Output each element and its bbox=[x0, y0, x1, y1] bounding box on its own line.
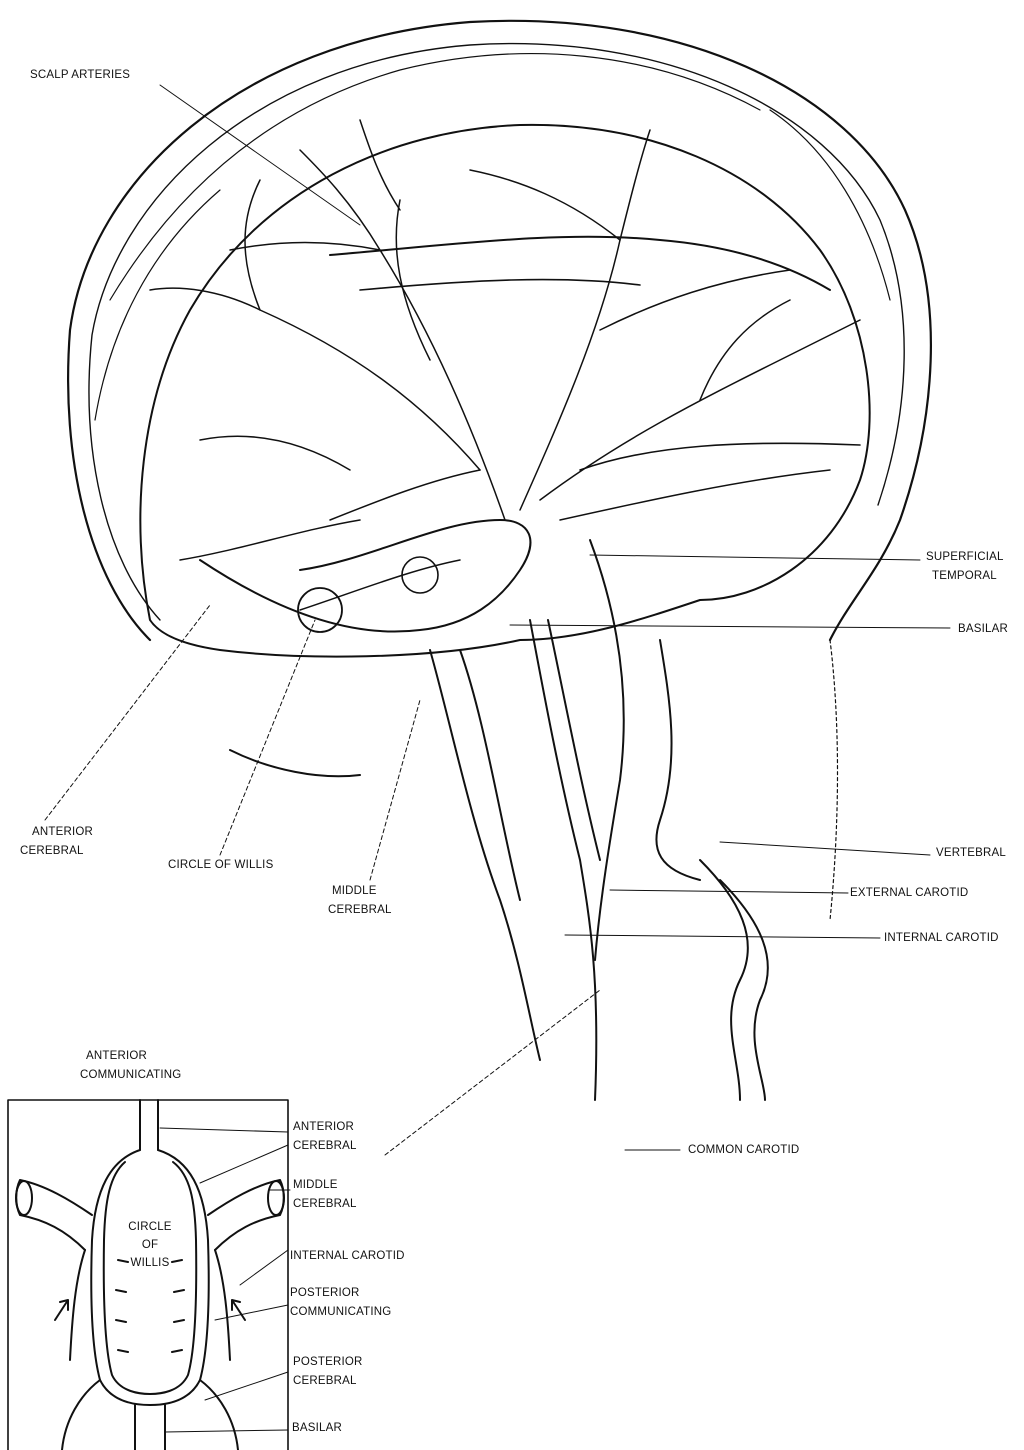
cerebral-artery-network bbox=[150, 120, 860, 610]
label-external-carotid: EXTERNAL CAROTID bbox=[850, 884, 968, 903]
label-scalp-arteries: SCALP ARTERIES bbox=[30, 66, 130, 85]
label-common-carotid: COMMON CAROTID bbox=[688, 1141, 799, 1160]
label-circle-of-willis: CIRCLE OF WILLIS bbox=[168, 856, 273, 875]
skull-inner-outline bbox=[89, 44, 904, 620]
brain-fissure bbox=[580, 443, 860, 470]
inset-center-title: CIRCLE OF WILLIS bbox=[110, 1218, 190, 1272]
label-middle-cerebral: MIDDLE CEREBRAL bbox=[328, 882, 392, 920]
brain-fissure bbox=[330, 237, 830, 290]
willis-loop bbox=[298, 588, 342, 632]
scalp-vessel bbox=[110, 54, 760, 300]
label-internal-carotid: INTERNAL CAROTID bbox=[884, 929, 999, 948]
inset-label-anterior-communicating: ANTERIOR COMMUNICATING bbox=[80, 1047, 181, 1085]
inset-label-anterior-cerebral: ANTERIOR CEREBRAL bbox=[293, 1118, 357, 1156]
inset-label-internal-carotid: INTERNAL CAROTID bbox=[290, 1247, 405, 1266]
inset-label-posterior-cerebral: POSTERIOR CEREBRAL bbox=[293, 1353, 363, 1391]
leader-lines bbox=[45, 85, 950, 1155]
inset-label-middle-cerebral: MIDDLE CEREBRAL bbox=[293, 1176, 357, 1214]
scalp-vessel bbox=[95, 190, 220, 420]
willis-region bbox=[200, 520, 530, 632]
label-basilar: BASILAR bbox=[958, 620, 1008, 639]
inset-label-posterior-communicating: POSTERIOR COMMUNICATING bbox=[290, 1284, 391, 1322]
jaw-outline bbox=[230, 750, 360, 776]
label-anterior-cerebral: ANTERIOR CEREBRAL bbox=[20, 823, 93, 861]
label-superficial-temporal: SUPERFICIAL TEMPORAL bbox=[926, 548, 1004, 586]
skull-outline bbox=[68, 21, 931, 640]
inset-frame bbox=[8, 1100, 288, 1450]
neck-outline bbox=[830, 640, 838, 920]
label-vertebral: VERTEBRAL bbox=[936, 844, 1006, 863]
inset-label-basilar: BASILAR bbox=[292, 1419, 342, 1438]
inset-willis-diagram bbox=[16, 1100, 284, 1450]
neck-arteries bbox=[430, 540, 768, 1100]
willis-loop bbox=[402, 557, 438, 593]
